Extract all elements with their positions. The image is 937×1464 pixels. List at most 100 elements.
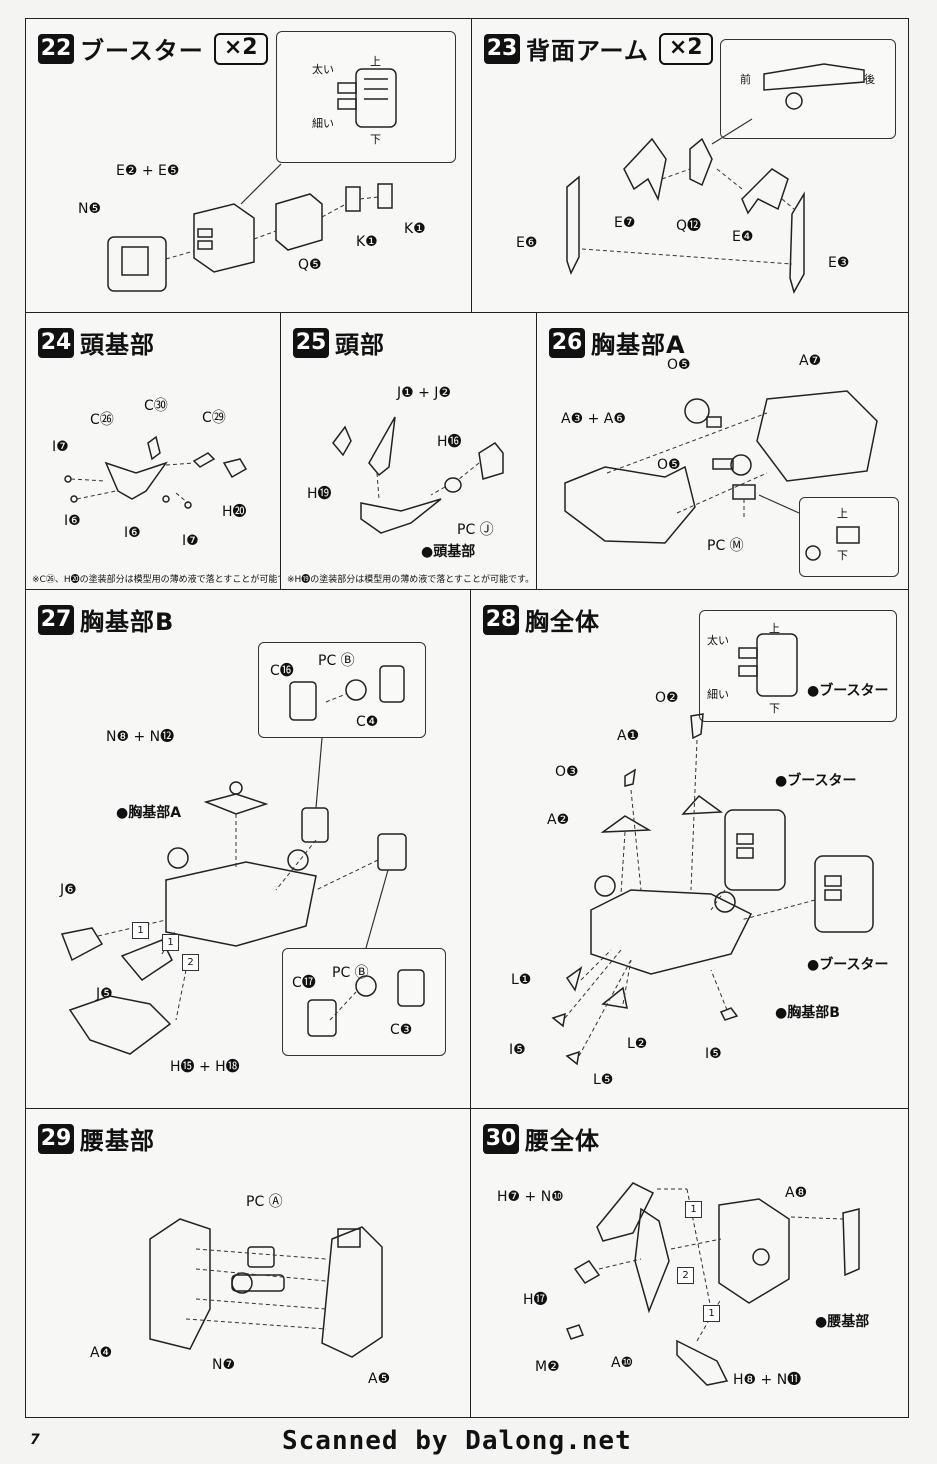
substep-2: 2	[677, 1267, 694, 1284]
step-title: 胸基部A	[591, 331, 686, 359]
label-front: 前	[740, 73, 751, 86]
part-j1-j2: J❶ + J❷	[397, 385, 451, 401]
step-25-header: 25 頭部	[293, 325, 385, 360]
part-o3: O❸	[555, 764, 579, 780]
part-n5: N❺	[78, 201, 102, 217]
label-back: 後	[864, 73, 875, 86]
ref-waist-base: ●腰基部	[815, 1314, 870, 1330]
part-a5: A❺	[368, 1371, 391, 1387]
waist-full-diagram	[566, 1182, 860, 1386]
part-a4: A❹	[90, 1345, 113, 1361]
head-diagram	[332, 416, 504, 534]
booster-orientation-callout	[699, 610, 897, 722]
step-24-panel: 24 頭基部 C㉚ C㉖ C㉙ I❼ H⓴ I❻ I❻ I❼ ※C㉖、H⓴の塗装…	[25, 312, 281, 590]
detail-callout-top	[258, 642, 426, 738]
paint-note: ※C㉖、H⓴の塗装部分は模型用の薄め液で落とすことが可能です。	[32, 575, 281, 585]
label-down: 下	[769, 702, 780, 715]
part-i5-a: I❺	[509, 1042, 526, 1058]
part-e7: E❼	[614, 215, 636, 231]
waist-base-diagram	[149, 1218, 383, 1358]
step-title: ブースター	[80, 37, 204, 65]
ref-booster-2: ●ブースター	[807, 957, 889, 973]
step-25-panel: 25 頭部 J❶ + J❷ H⓰ H⓳ PC Ⓙ ●頭基部 ※H⓳の塗装部分は模…	[280, 312, 537, 590]
part-a10: A❿	[611, 1355, 634, 1371]
scan-credit: Scanned by Dalong.net	[282, 1426, 632, 1456]
part-h17: H⓱	[523, 1292, 548, 1308]
step-27-panel: 27 胸基部B C⓰ PC Ⓑ C❹	[25, 589, 471, 1109]
part-e6: E❻	[516, 235, 538, 251]
part-c4: C❹	[356, 714, 379, 730]
step-28-header: 28 胸全体	[483, 602, 600, 637]
part-o5-a: O❺	[667, 357, 691, 373]
orientation-callout	[276, 31, 456, 163]
part-n8-n12: N❽ + N⓬	[106, 729, 175, 745]
part-a3-a6: A❸ + A❻	[561, 411, 626, 427]
part-a7: A❼	[799, 353, 822, 369]
step-title: 頭基部	[80, 331, 155, 359]
part-c29: C㉙	[202, 410, 226, 426]
orientation-callout	[720, 39, 896, 139]
label-up: 上	[370, 55, 381, 68]
part-n7: N❼	[212, 1357, 236, 1373]
step-22-header: 22 ブースター ×2	[38, 31, 268, 66]
part-a8: A❽	[785, 1185, 808, 1201]
substep-1a: 1	[132, 922, 149, 939]
part-i5-b: I❺	[705, 1046, 722, 1062]
ref-chest-base-a: ●胸基部A	[116, 805, 182, 821]
part-j5: J❺	[96, 986, 113, 1002]
part-h19: H⓳	[307, 486, 332, 502]
orientation-callout	[799, 497, 899, 577]
part-e2-e5: E❷ + E❺	[116, 163, 180, 179]
part-pc-b-1: PC Ⓑ	[318, 653, 355, 669]
step-number: 30	[483, 1123, 519, 1154]
step-title: 腰全体	[525, 1127, 600, 1155]
paint-note: ※H⓳の塗装部分は模型用の薄め液で落とすことが可能です。	[287, 575, 535, 585]
part-k1-a: K❶	[356, 234, 378, 250]
part-e4: E❹	[732, 229, 754, 245]
step-number: 28	[483, 604, 519, 635]
step-number: 27	[38, 604, 74, 635]
part-h16: H⓰	[437, 434, 462, 450]
step-26-panel: 26 胸基部A O❺ A❼ A❸ + A❻ O❺ PC Ⓜ 上 下	[536, 312, 909, 590]
label-up: 上	[769, 622, 780, 635]
substep-1a: 1	[685, 1201, 702, 1218]
part-h15-h18: H⓯ + H⓲	[170, 1059, 240, 1075]
part-e3: E❸	[828, 255, 850, 271]
part-c16: C⓰	[270, 663, 294, 679]
label-thin: 細い	[312, 117, 334, 130]
label-thin: 細い	[707, 688, 729, 701]
part-l5: L❺	[593, 1072, 614, 1088]
step-number: 25	[293, 327, 329, 358]
part-q12: Q⓬	[676, 218, 702, 234]
step-22-panel: 22 ブースター ×2 太い 細い 上 下 E❷ + E❺ N❺ Q❺ K❶ K…	[25, 18, 472, 313]
label-thick: 太い	[312, 63, 334, 76]
step-number: 23	[484, 33, 520, 64]
step-title: 頭部	[335, 331, 385, 359]
step-number: 22	[38, 33, 74, 64]
back-arm-diagram	[566, 63, 865, 294]
part-i7-a: I❼	[52, 439, 69, 455]
part-c30: C㉚	[144, 398, 168, 414]
step-28-panel: 28 胸全体 太	[470, 589, 909, 1109]
step-title: 胸全体	[525, 608, 600, 636]
substep-1b: 1	[162, 934, 179, 951]
label-up: 上	[837, 507, 848, 520]
chest-base-b-diagram	[60, 665, 425, 1055]
part-a2: A❷	[547, 812, 570, 828]
part-pc-j: PC Ⓙ	[457, 522, 494, 538]
quantity-badge: ×2	[213, 32, 268, 65]
substep-1b: 1	[703, 1305, 720, 1322]
part-pc-a: PC Ⓐ	[246, 1194, 283, 1210]
part-h20: H⓴	[222, 504, 247, 520]
part-l1: L❶	[511, 972, 532, 988]
step-30-header: 30 腰全体	[483, 1121, 600, 1156]
part-c3: C❸	[390, 1022, 413, 1038]
part-pc-m: PC Ⓜ	[707, 538, 744, 554]
page-number: 7	[30, 1432, 40, 1448]
substep-2: 2	[182, 954, 199, 971]
step-23-panel: 23 背面アーム ×2 前 後 E❼ Q⓬ E❹ E❻ E❸	[471, 18, 909, 313]
part-h8-n11: H❽ + N⓫	[733, 1372, 802, 1388]
step-30-panel: 30 腰全体 H❼ + N❿ A❽ H⓱ ●腰基部 M❷ A❿ H❽ + N⓫ …	[470, 1108, 909, 1418]
part-j6: J❻	[60, 882, 77, 898]
head-base-diagram	[64, 435, 248, 509]
